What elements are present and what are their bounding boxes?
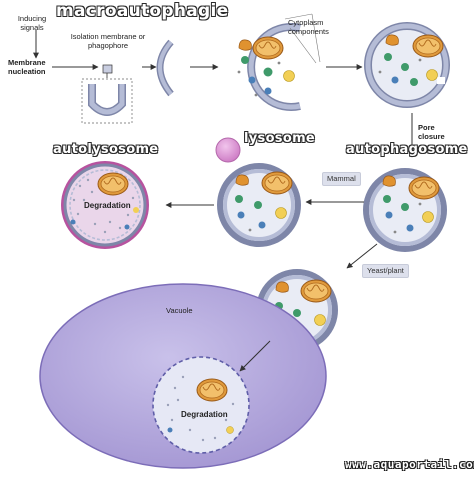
degradation-label-vacuole: Degradation (181, 410, 228, 419)
mammal-fusion (165, 137, 301, 247)
pore-closure-stage (364, 22, 450, 158)
degradation-label-autolysosome: Degradation (84, 201, 131, 210)
pore-closure-label: Pore closure (418, 123, 445, 141)
autophagosome (305, 168, 447, 269)
watermark: www.aquaportail.com (345, 458, 474, 471)
vacuole (39, 283, 327, 469)
isolation-membrane-label: Isolation membrane or phagophore (70, 32, 146, 50)
autolysosome (61, 161, 149, 249)
autophagosome-title: autophagosome (346, 142, 468, 158)
yeast-plant-tag: Yeast/plant (362, 264, 409, 278)
cytoplasm-components-label: Cytoplasm components (288, 18, 329, 36)
autolysosome-title: autolysosome (52, 142, 159, 158)
phagophore-expansion (237, 13, 363, 111)
membrane-nucleation-label: Membrane nucleation (8, 58, 46, 76)
lysosome-title: lysosome (243, 131, 316, 147)
vacuole-label: Vacuole (166, 306, 193, 315)
nucleation-stage (33, 30, 219, 124)
inducing-signals-label: Inducing signals (17, 14, 47, 32)
mammal-tag: Mammal (322, 172, 361, 186)
diagram-title: macroautophagie (55, 1, 229, 22)
